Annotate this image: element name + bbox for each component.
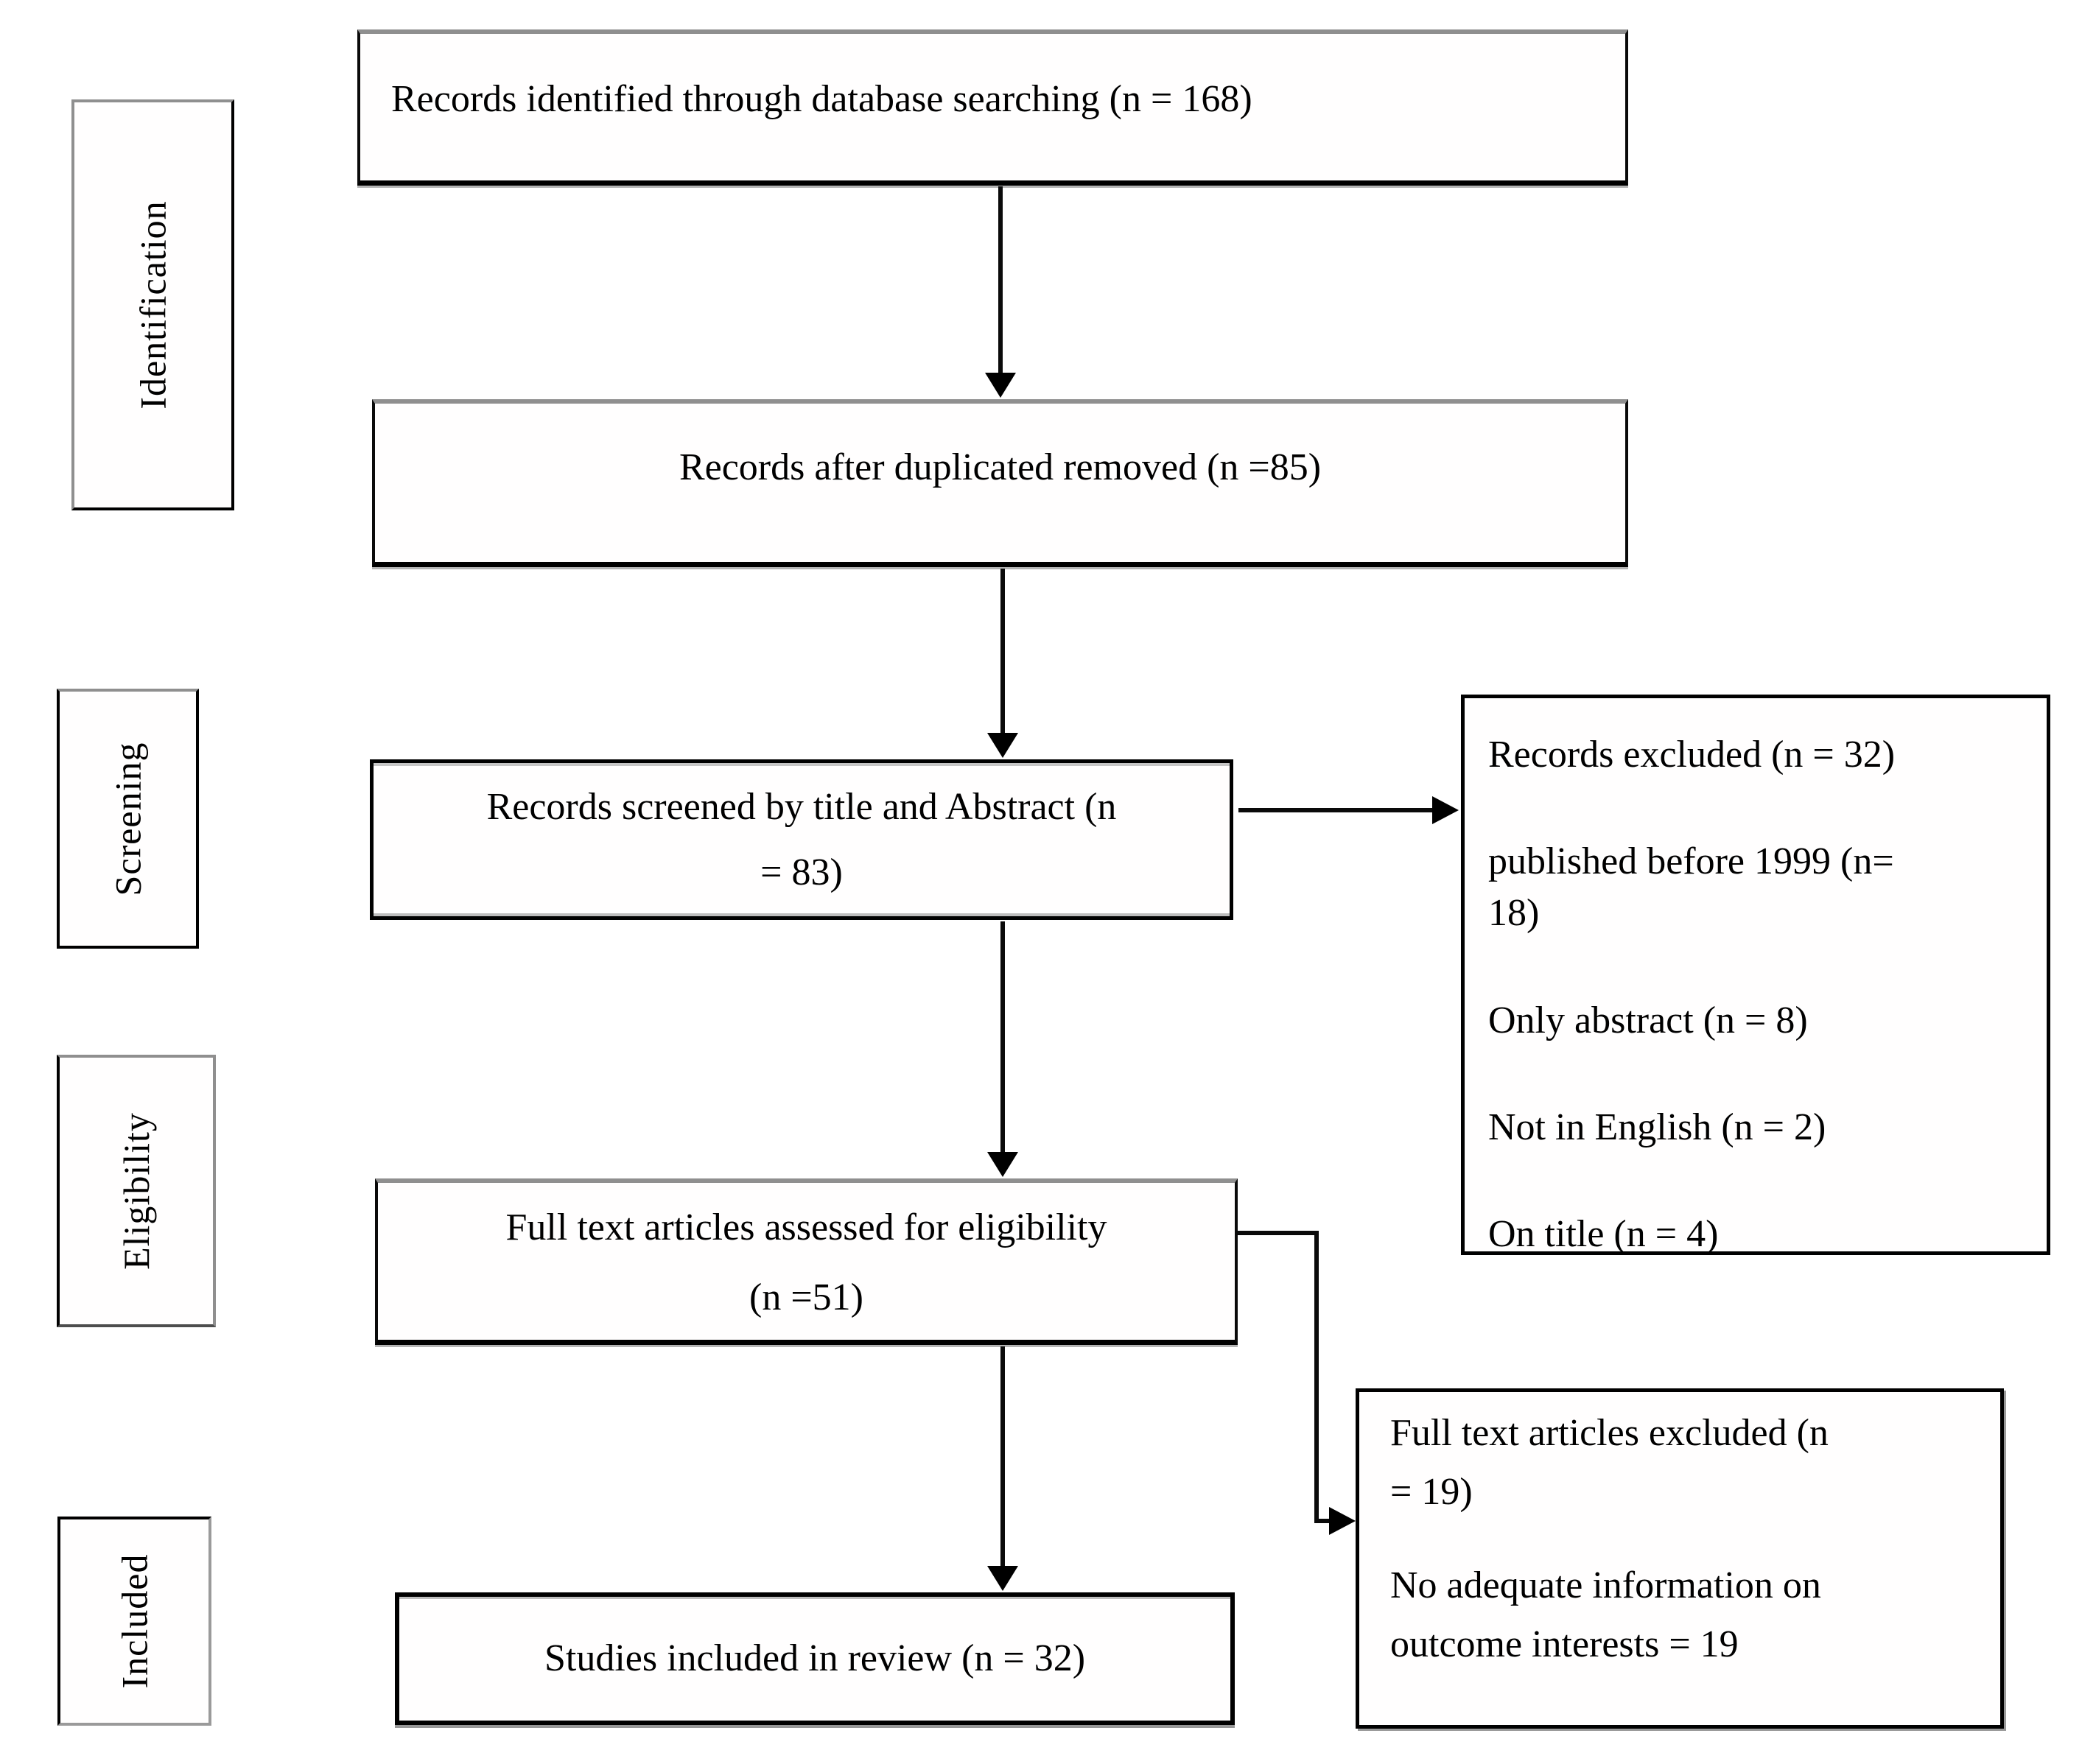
arrow-head-down-icon: [987, 1152, 1018, 1177]
fulltext-excluded-reason: Full text articles excluded (n = 19): [1390, 1412, 1829, 1514]
connector-segment-vertical: [1314, 1231, 1319, 1523]
stage-label-identification: Identification: [132, 200, 174, 410]
box-records-screened-text: Records screened by title and Abstract (…: [486, 785, 1117, 893]
arrow-head-down-icon: [987, 1566, 1018, 1591]
box-fulltext-assessed-line2: (n =51): [749, 1276, 863, 1318]
arrow-shaft: [1000, 921, 1005, 1156]
box-records-screened: Records screened by title and Abstract (…: [370, 759, 1233, 920]
connector-segment-horizontal-bottom: [1314, 1519, 1332, 1523]
records-excluded-reason: On title (n = 4): [1488, 1212, 1719, 1255]
stage-label-included: Included: [113, 1553, 155, 1689]
stage-box-included: Included: [57, 1517, 211, 1726]
arrow-shaft: [1238, 808, 1433, 812]
records-excluded-reason: Only abstract (n = 8): [1488, 999, 1808, 1041]
records-excluded-reason: published before 1999 (n= 18): [1488, 840, 1894, 935]
box-fulltext-assessed: Full text articles assessed for eligibil…: [375, 1178, 1238, 1345]
box-studies-included: Studies included in review (n = 32): [395, 1592, 1235, 1725]
box-studies-included-text: Studies included in review (n = 32): [544, 1637, 1086, 1679]
arrow-head-down-icon: [987, 733, 1018, 758]
stage-box-screening: Screening: [57, 689, 199, 949]
box-records-excluded: Records excluded (n = 32) published befo…: [1461, 695, 2050, 1255]
stage-label-screening: Screening: [107, 742, 149, 896]
stage-label-eligibility: Eligibility: [116, 1112, 158, 1270]
connector-segment-horizontal-top: [1238, 1231, 1319, 1235]
arrow-shaft: [1000, 569, 1005, 735]
fulltext-excluded-reason: No adequate information on outcome inter…: [1390, 1564, 1821, 1666]
box-fulltext-excluded: Full text articles excluded (n = 19) No …: [1356, 1388, 2004, 1729]
stage-box-eligibility: Eligibility: [57, 1055, 216, 1327]
records-excluded-reason: Not in English (n = 2): [1488, 1106, 1826, 1148]
arrow-shaft: [998, 186, 1003, 376]
box-records-identified-text: Records identified through database sear…: [391, 78, 1252, 121]
records-excluded-reason: Records excluded (n = 32): [1488, 734, 1896, 776]
box-records-identified: Records identified through database sear…: [357, 29, 1628, 186]
box-records-deduplicated-text: Records after duplicated removed (n =85): [679, 446, 1322, 489]
stage-box-identification: Identification: [71, 99, 234, 510]
arrow-head-right-icon: [1432, 796, 1459, 824]
arrow-head-down-icon: [985, 373, 1016, 398]
box-records-deduplicated: Records after duplicated removed (n =85): [372, 399, 1628, 567]
arrow-head-right-icon: [1329, 1507, 1356, 1535]
arrow-shaft: [1000, 1346, 1005, 1569]
box-fulltext-assessed-line1: Full text articles assessed for eligibil…: [505, 1206, 1107, 1248]
